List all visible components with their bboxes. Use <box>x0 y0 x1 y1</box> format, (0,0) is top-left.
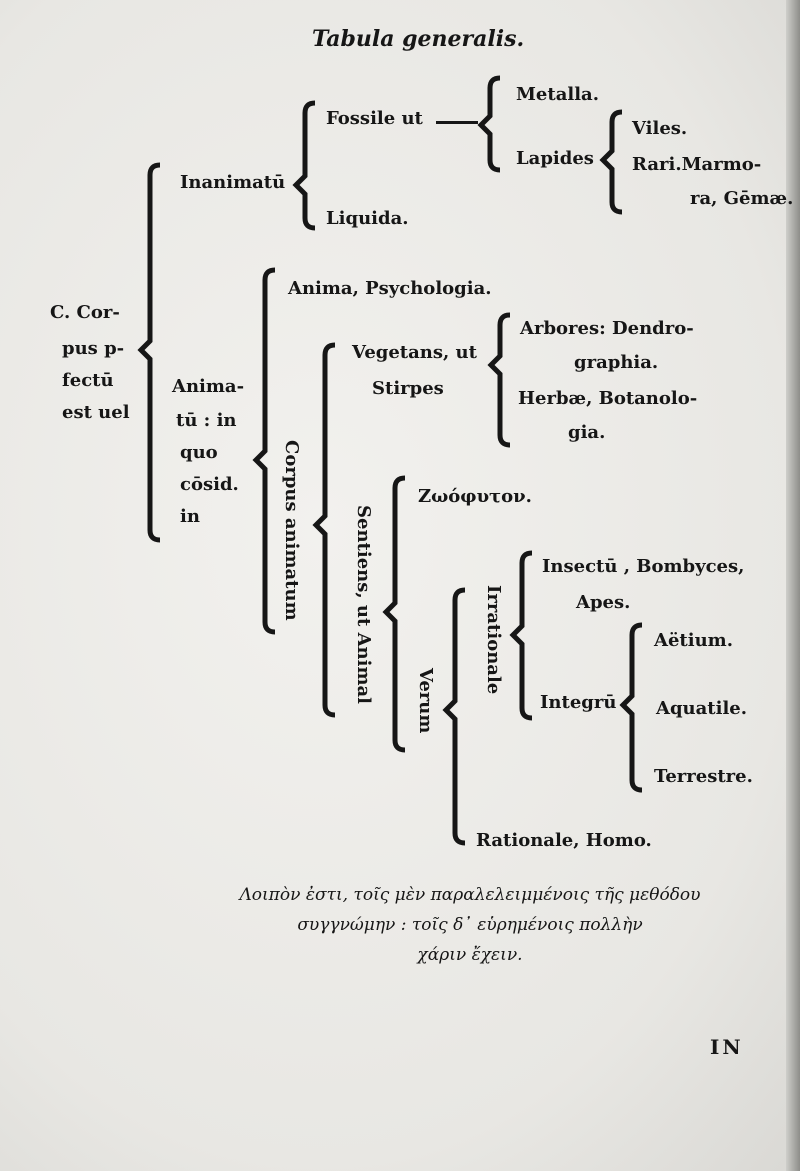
node-inanimatum: Inanimatū <box>180 172 286 193</box>
brace-integrum <box>619 622 643 793</box>
page-edge <box>786 0 800 1171</box>
brace-vegetans <box>487 312 511 448</box>
node-animatum-3: quo <box>180 442 218 463</box>
brace-root <box>137 162 161 543</box>
root-label-3: fectū <box>62 370 114 391</box>
node-herbae-2: gia. <box>568 422 606 443</box>
node-terrestre: Terrestre. <box>654 766 753 787</box>
brace-fossile <box>477 75 501 173</box>
node-rari-1: Rari.Marmo- <box>632 154 762 175</box>
node-rari-2: ra, Gēmæ. <box>690 188 794 209</box>
node-arbores-2: graphia. <box>574 352 659 373</box>
node-herbae-1: Herbæ, Botanolo- <box>518 388 698 409</box>
node-fossile: Fossile ut <box>326 108 423 129</box>
node-animatum-1: Anima- <box>172 376 245 397</box>
root-label-4: est uel <box>62 402 130 423</box>
node-lapides: Lapides <box>516 148 594 169</box>
connector-line <box>436 121 478 124</box>
signature-mark: IN <box>710 1035 744 1059</box>
node-vegetans-2: Stirpes <box>372 378 444 399</box>
greek-line-2: συγγνώμην : τοῖς δ᾽ εὑρημένοις πολλὴν <box>297 915 643 935</box>
node-verum: Verum <box>415 668 436 734</box>
greek-motto: Λοιπὸν ἐστι, τοῖς μὲν παραλελειμμένοις τ… <box>200 880 740 970</box>
brace-irrationale <box>509 550 533 721</box>
node-vegetans-1: Vegetans, ut <box>352 342 477 363</box>
node-animatum-4: cōsid. <box>180 474 239 495</box>
node-irrationale: Irrationale <box>483 585 504 695</box>
node-metalla: Metalla. <box>516 84 599 105</box>
brace-animatum <box>252 267 276 635</box>
brace-inanimatum <box>292 100 316 231</box>
node-viles: Viles. <box>632 118 688 139</box>
node-animatum-5: in <box>180 506 200 527</box>
node-liquida: Liquida. <box>326 208 409 229</box>
node-insectum-2: Apes. <box>576 592 631 613</box>
node-animatum-2: tū : in <box>176 410 237 431</box>
node-insectum-1: Insectū , Bombyces, <box>542 556 745 577</box>
root-label-1: C. Cor- <box>50 302 120 323</box>
greek-line-1: Λοιπὸν ἐστι, τοῖς μὲν παραλελειμμένοις τ… <box>239 885 701 905</box>
node-sentiens: Sentiens, ut Animal <box>353 505 374 705</box>
brace-sentiens <box>382 475 406 753</box>
brace-corpus-animatum <box>312 342 336 718</box>
node-zoophyton: Ζωόφυτον. <box>418 486 532 507</box>
page-title: Tabula generalis. <box>312 26 525 52</box>
node-aquatile: Aquatile. <box>656 698 748 719</box>
brace-lapides <box>599 109 623 215</box>
node-corpus-animatum: Corpus animatum <box>281 440 302 621</box>
node-rationale: Rationale, Homo. <box>476 830 652 851</box>
root-label-2: pus p- <box>62 338 125 359</box>
node-aetium: Aëtium. <box>654 630 733 651</box>
node-arbores-1: Arbores: Dendro- <box>520 318 694 339</box>
node-integrum: Integrū <box>540 692 617 713</box>
greek-line-3: χάριν ἔχειν. <box>417 945 523 965</box>
brace-verum <box>442 587 466 846</box>
node-anima: Anima, Psychologia. <box>288 278 492 299</box>
